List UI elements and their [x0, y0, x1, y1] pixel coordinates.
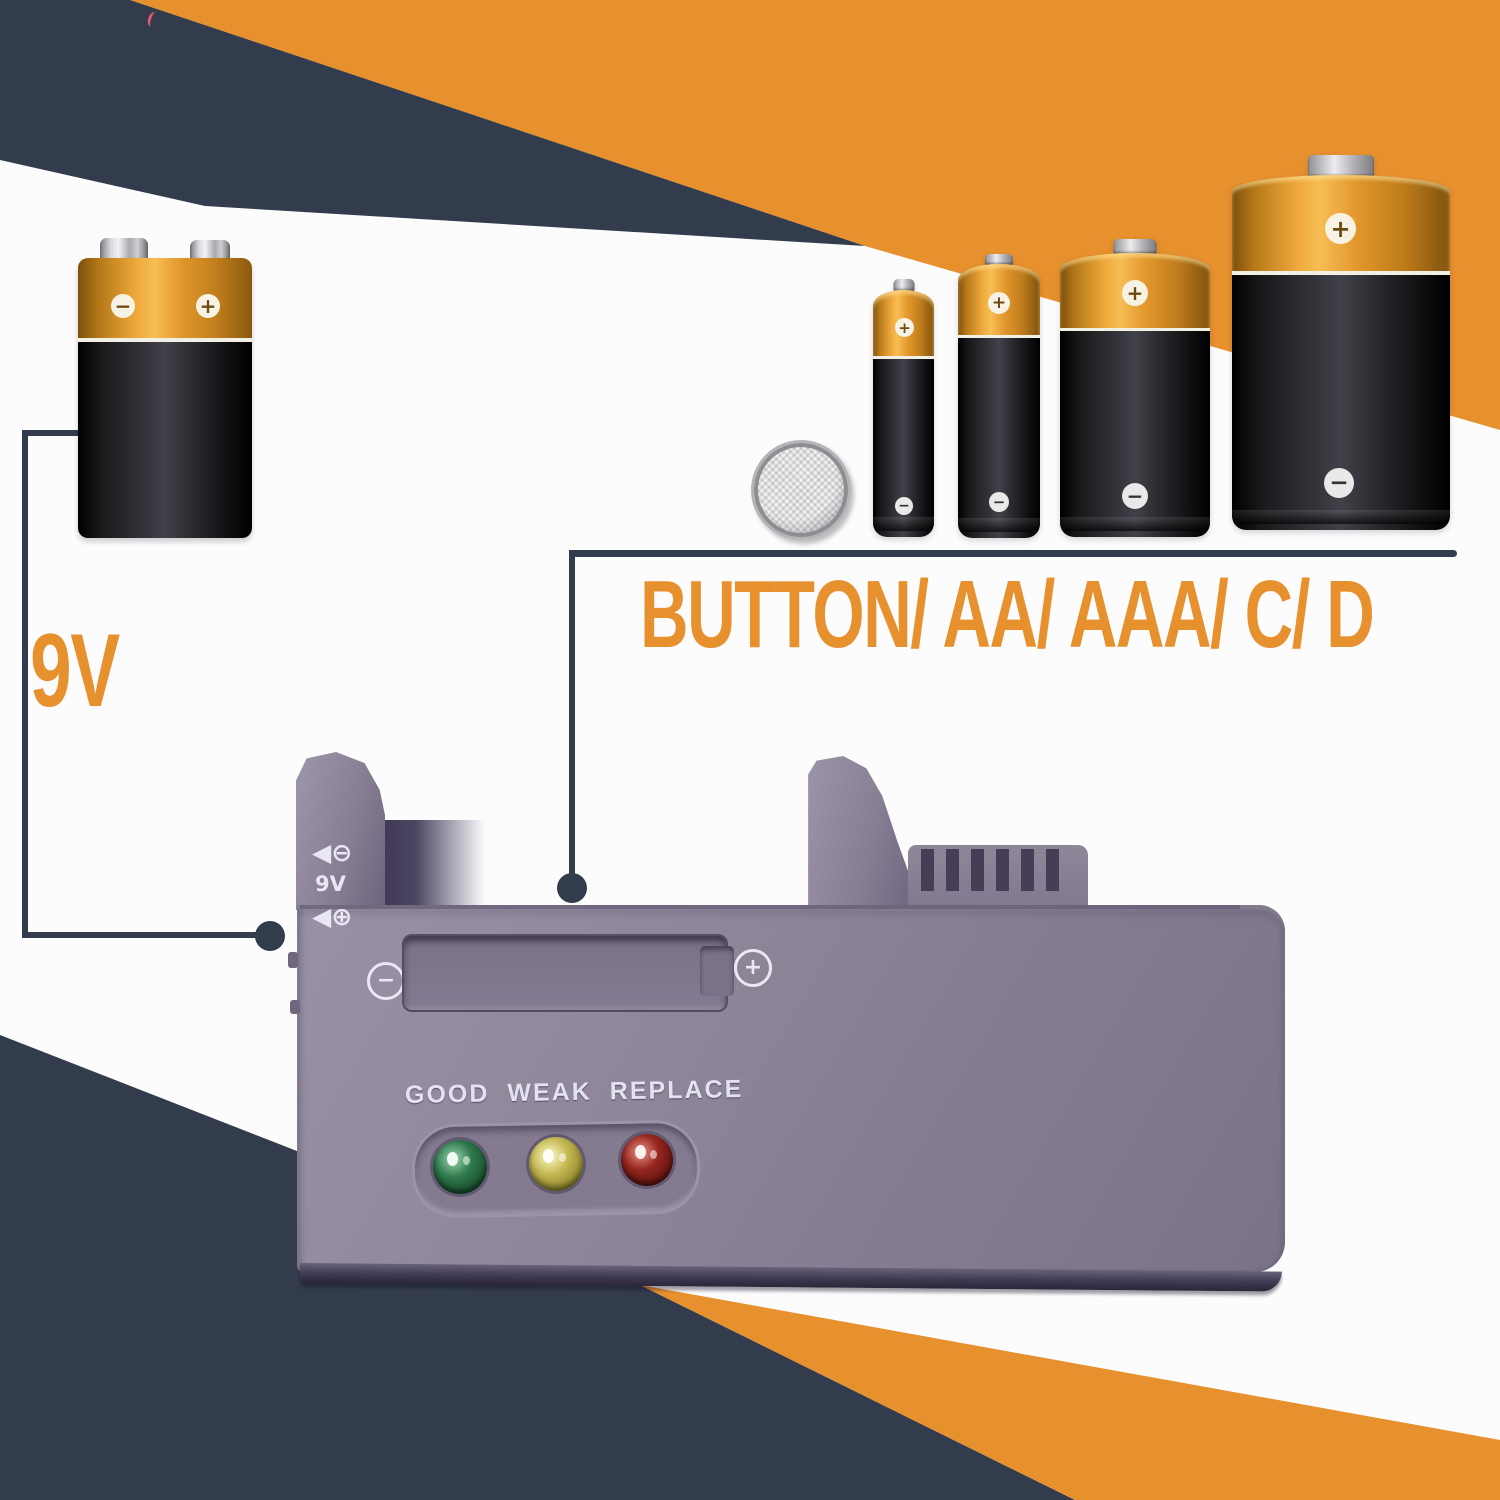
indicator-label-good: GOOD: [404, 1079, 490, 1109]
connector-9v-top: [22, 430, 80, 436]
battery-separator: [873, 356, 934, 359]
tester-slot-contact-step: [700, 946, 734, 996]
minus-terminal-mark: −: [989, 492, 1009, 512]
plus-arrow-icon: ◀⊕: [312, 902, 353, 931]
tester-left-post: [296, 752, 385, 910]
connector-group-horizontal: [569, 550, 1457, 557]
minus-terminal-mark: −: [1324, 468, 1354, 498]
battery-9v-separator: [78, 338, 252, 342]
minus-terminal-mark: −: [895, 497, 913, 515]
battery-terminal-nub: [1113, 239, 1157, 254]
plus-terminal-mark: +: [1325, 213, 1356, 244]
battery-aaa: + −: [873, 279, 934, 537]
battery-cap: +: [873, 290, 934, 356]
battery-cap: +: [1232, 175, 1450, 271]
battery-button-cell: [751, 440, 851, 540]
plus-terminal-mark: +: [988, 292, 1010, 314]
tester-9v-port-markings: ◀⊖ 9V ◀⊕: [312, 840, 382, 929]
connector-group-vertical: [569, 550, 575, 891]
led-good-green: [433, 1140, 487, 1194]
battery-separator: [958, 335, 1040, 338]
battery-cap: +: [958, 264, 1040, 335]
plus-terminal-mark: +: [895, 318, 914, 337]
battery-bottom-rim: [873, 517, 934, 531]
connector-group-endpoint-dot: [557, 873, 587, 903]
led-weak-yellow: [529, 1137, 583, 1191]
tester-heatsink-ridges: [908, 845, 1088, 911]
minus-terminal-mark: −: [111, 294, 135, 318]
battery-terminal-nub: [893, 279, 914, 291]
plus-terminal-mark: +: [196, 294, 220, 318]
tester-side-contact-tab: [290, 1000, 300, 1014]
slot-minus-mark: −: [367, 962, 405, 1000]
connector-9v-endpoint-dot: [255, 921, 285, 951]
battery-sleeve: −: [873, 359, 934, 537]
tester-side-contact-tab: [288, 952, 298, 968]
plus-terminal-mark: +: [1122, 280, 1148, 306]
connector-9v-bottom: [22, 932, 274, 938]
battery-sleeve: −: [1060, 331, 1210, 537]
slot-plus-mark: +: [734, 949, 772, 987]
label-9v: 9V: [30, 613, 120, 729]
indicator-label-weak: WEAK: [507, 1077, 593, 1108]
minus-arrow-icon: ◀⊖: [312, 838, 353, 867]
battery-9v-sleeve: [78, 342, 252, 538]
battery-bottom-rim: [1060, 517, 1210, 531]
battery-cap: +: [1060, 253, 1210, 328]
tester-top-seam: [300, 905, 1240, 909]
battery-bottom-rim: [958, 518, 1040, 532]
battery-9v-cap: [78, 258, 252, 338]
led-replace-red: [621, 1134, 673, 1186]
indicator-labels: GOOD WEAK REPLACE: [405, 1075, 744, 1110]
tester-9v-port-label: 9V: [315, 872, 346, 896]
battery-d: + −: [1232, 155, 1450, 530]
connector-9v-vertical: [22, 430, 28, 938]
indicator-label-replace: REPLACE: [609, 1075, 744, 1106]
battery-9v-body: − +: [78, 258, 252, 538]
battery-terminal-nub: [985, 254, 1013, 265]
tester-right-tower: [808, 756, 912, 910]
battery-sleeve: −: [1232, 275, 1450, 530]
label-battery-types: BUTTON/ AA/ AAA/ C/ D: [640, 561, 1375, 668]
battery-aa: + −: [958, 254, 1040, 538]
battery-c: + −: [1060, 239, 1210, 537]
battery-terminal-nub: [1308, 155, 1374, 177]
battery-separator: [1060, 328, 1210, 331]
minus-terminal-mark: −: [1122, 483, 1148, 509]
tester-battery-slot: [402, 934, 728, 1012]
battery-sleeve: −: [958, 338, 1040, 538]
battery-bottom-rim: [1232, 510, 1450, 524]
battery-separator: [1232, 271, 1450, 275]
